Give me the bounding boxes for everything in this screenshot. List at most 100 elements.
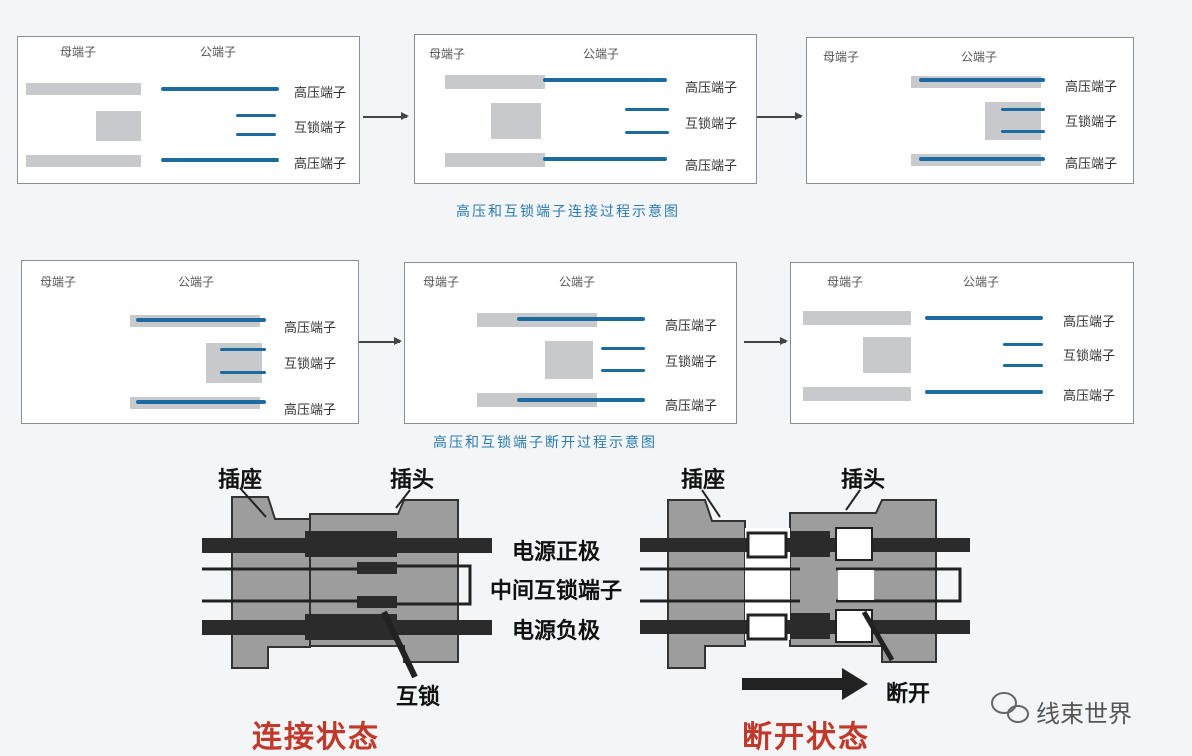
male-terminal-label: 公端子 xyxy=(200,45,237,59)
male-terminal-label: 公端子 xyxy=(178,275,215,289)
hv-terminal-label: 高压端子 xyxy=(665,319,718,334)
disconnect-leader xyxy=(861,610,895,662)
process-arrow xyxy=(359,338,402,344)
power-positive-label: 电源正极 xyxy=(512,540,601,565)
socket-housing xyxy=(231,496,311,669)
wechat-icon xyxy=(991,692,1029,723)
male-terminal-label: 公端子 xyxy=(961,50,998,64)
female-hv-terminal-bottom xyxy=(26,155,141,167)
female-terminal-label: 母端子 xyxy=(60,45,97,59)
disconnect-panel-1: 母端子 公端子 高压端子 互锁端子 高压端子 xyxy=(21,260,359,424)
female-hv-terminal-top xyxy=(803,311,911,325)
hv-terminal-label: 高压端子 xyxy=(1065,157,1118,172)
connect-panel-3: 母端子 公端子 高压端子 互锁端子 高压端子 xyxy=(806,37,1134,184)
power-negative-label: 电源负极 xyxy=(512,619,601,644)
connect-panel-1: 母端子 公端子 高压端子 互锁端子 高压端子 xyxy=(17,36,360,184)
hv-terminal-label: 高压端子 xyxy=(685,159,738,174)
hv-terminal-label: 高压端子 xyxy=(1065,80,1118,95)
male-interlock-terminal-b xyxy=(625,131,669,134)
process-arrow xyxy=(363,113,409,119)
male-interlock-terminal-a xyxy=(1001,108,1045,111)
male-hv-terminal-top xyxy=(543,78,667,82)
disconnect-panel-2: 母端子 公端子 高压端子 互锁端子 高压端子 xyxy=(404,262,737,424)
male-terminal-label: 公端子 xyxy=(583,47,620,61)
pull-direction-arrow xyxy=(742,668,868,700)
interlock-leader xyxy=(381,610,418,679)
interlock-cavity xyxy=(838,570,874,600)
male-hv-terminal-bottom xyxy=(543,157,667,161)
connection-process-caption: 高压和互锁端子连接过程示意图 xyxy=(456,204,680,220)
interlock-label: 互锁 xyxy=(396,685,441,710)
male-terminal-label: 公端子 xyxy=(963,275,1000,289)
hv-terminal-label: 高压端子 xyxy=(294,157,347,172)
interlock-loop xyxy=(836,567,962,603)
female-terminal-label: 母端子 xyxy=(423,275,460,289)
connect-panel-2: 母端子 公端子 高压端子 互锁端子 高压端子 xyxy=(414,34,757,184)
female-interlock-terminal xyxy=(863,337,911,373)
disconnected-state-label: 断开状态 xyxy=(742,720,870,755)
negative-contact xyxy=(305,614,397,640)
watermark-text: 线束世界 xyxy=(1036,700,1132,728)
negative-plug-contact xyxy=(790,613,830,639)
positive-socket-contact xyxy=(746,531,788,559)
plug-leader xyxy=(845,489,861,511)
negative-socket-contact xyxy=(746,613,788,641)
positive-cavity xyxy=(835,527,873,561)
positive-contact xyxy=(305,531,397,557)
plug-leader xyxy=(395,489,411,509)
female-interlock-terminal xyxy=(545,341,593,379)
female-hv-terminal-top xyxy=(445,75,545,89)
male-hv-terminal-bottom xyxy=(919,157,1045,161)
interlock-wire xyxy=(640,567,800,603)
disconnection-process-caption: 高压和互锁端子断开过程示意图 xyxy=(433,435,657,451)
interlock-terminal-label: 互锁端子 xyxy=(1065,115,1118,130)
interlock-contact-b xyxy=(357,596,397,608)
hv-terminal-label: 高压端子 xyxy=(1063,315,1116,330)
male-hv-terminal-top xyxy=(517,317,645,321)
interlock-terminal-label: 互锁端子 xyxy=(665,355,718,370)
female-interlock-terminal xyxy=(96,111,141,141)
disconnect-label: 断开 xyxy=(886,682,931,707)
disconnect-panel-3: 母端子 公端子 高压端子 互锁端子 高压端子 xyxy=(790,262,1134,424)
female-hv-terminal-bottom xyxy=(445,153,545,167)
male-terminal-label: 公端子 xyxy=(559,275,596,289)
male-interlock-terminal-b xyxy=(1001,130,1045,133)
female-interlock-terminal xyxy=(491,103,541,139)
interlock-terminal-label: 互锁端子 xyxy=(685,117,738,132)
interlock-terminal-label: 互锁端子 xyxy=(294,121,347,136)
female-hv-terminal-bottom xyxy=(803,387,911,401)
female-terminal-label: 母端子 xyxy=(40,275,77,289)
process-arrow xyxy=(744,338,788,344)
process-arrow xyxy=(757,113,803,119)
male-hv-terminal-top xyxy=(919,78,1045,82)
socket-housing xyxy=(667,499,746,669)
disconnected-connector xyxy=(640,489,970,700)
interlock-contact-a xyxy=(357,562,397,574)
middle-interlock-terminal-label: 中间互锁端子 xyxy=(490,579,623,604)
female-terminal-label: 母端子 xyxy=(823,50,860,64)
hv-terminal-label: 高压端子 xyxy=(1063,389,1116,404)
female-terminal-label: 母端子 xyxy=(827,275,864,289)
male-interlock-terminal-a xyxy=(220,348,266,351)
male-interlock-terminal-a xyxy=(236,114,276,117)
male-hv-terminal-top xyxy=(161,87,279,91)
right-plug-label: 插头 xyxy=(841,468,886,493)
male-interlock-terminal-b xyxy=(601,369,645,372)
hv-terminal-label: 高压端子 xyxy=(284,403,337,418)
hv-terminal-label: 高压端子 xyxy=(665,399,718,414)
male-interlock-terminal-a xyxy=(625,108,669,111)
female-terminal-label: 母端子 xyxy=(429,47,466,61)
socket-leader xyxy=(239,487,267,518)
hv-terminal-label: 高压端子 xyxy=(294,86,347,101)
female-hv-terminal-top xyxy=(26,83,141,95)
left-socket-label: 插座 xyxy=(218,468,263,493)
male-interlock-terminal-a xyxy=(1003,343,1043,346)
male-hv-terminal-bottom xyxy=(517,398,645,402)
interlock-terminal-label: 互锁端子 xyxy=(284,357,337,372)
interlock-terminal-label: 互锁端子 xyxy=(1063,349,1116,364)
hv-terminal-label: 高压端子 xyxy=(284,321,337,336)
male-hv-terminal-bottom xyxy=(925,390,1043,394)
hv-terminal-label: 高压端子 xyxy=(685,81,738,96)
positive-plug-contact xyxy=(790,531,830,557)
